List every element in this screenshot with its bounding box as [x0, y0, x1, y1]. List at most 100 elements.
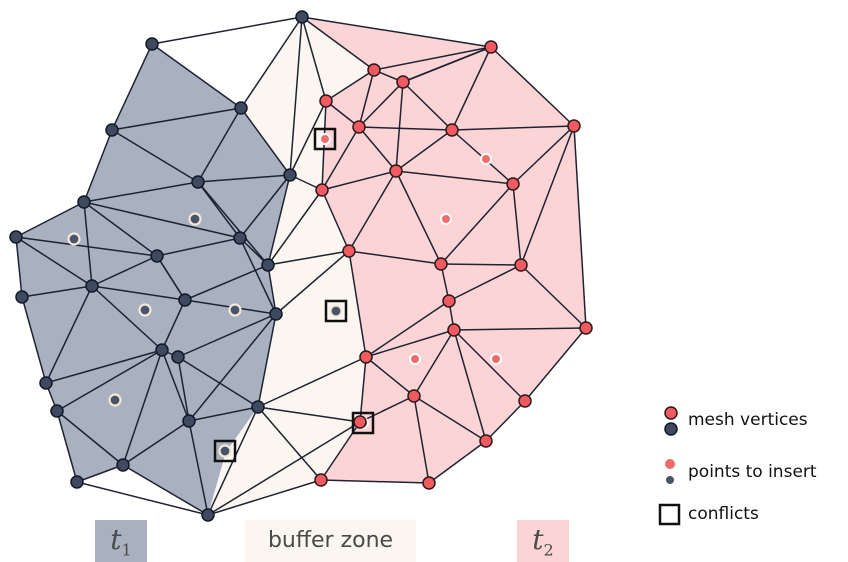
mesh-edge [358, 81, 404, 128]
mesh-vertices [9, 10, 593, 522]
vertex-red [567, 119, 581, 133]
mesh-edge [275, 250, 350, 315]
vertex-dark [201, 508, 215, 522]
region-t2 [302, 17, 586, 483]
t2-label: t2 [517, 520, 569, 562]
mesh-edge [289, 16, 303, 176]
mesh-edge [321, 189, 350, 252]
t2-label-main: t [532, 523, 544, 556]
vertex-dark [150, 249, 164, 263]
mesh-edge [239, 237, 277, 315]
mesh-edge [267, 189, 323, 266]
mesh-edge [402, 81, 453, 131]
mesh-edge [111, 43, 153, 131]
mesh-edge [83, 201, 93, 287]
vertex-red [442, 294, 456, 308]
mesh-edge [321, 126, 360, 191]
vertex-red [407, 389, 421, 403]
vertex-red [484, 40, 498, 54]
mesh-edge [301, 16, 327, 102]
t1-label-main: t [110, 523, 122, 556]
vertex-dark [191, 175, 205, 189]
mesh-edge [359, 356, 367, 423]
mesh-edge [111, 129, 199, 183]
mesh-edge [240, 107, 291, 176]
mesh-edge [257, 356, 367, 408]
mesh-edge [122, 464, 209, 516]
conflict-marker [351, 411, 375, 435]
legend-markers [658, 406, 681, 526]
vertex-dark [295, 10, 309, 24]
mesh-edge [91, 285, 186, 301]
mesh-edge [520, 264, 587, 329]
mesh-edge [21, 285, 93, 298]
legend-conflict-square [658, 503, 681, 526]
vertex-dark [182, 414, 196, 428]
mesh-edge [413, 395, 487, 442]
mesh-edge [402, 46, 492, 83]
legend-conflicts: conflicts [688, 504, 759, 524]
mesh-edge [239, 174, 291, 239]
insert-point-red [319, 133, 331, 145]
mesh-edge [197, 107, 242, 183]
mesh-edge [184, 264, 269, 301]
mesh-edge [151, 43, 242, 109]
mesh-edge [413, 329, 455, 397]
vertex-dark [105, 123, 119, 137]
mesh-edge [15, 201, 85, 238]
mesh-edge [358, 69, 375, 128]
mesh-edge [83, 201, 158, 257]
insert-point-red [490, 353, 502, 365]
vertex-red [359, 350, 373, 364]
mesh-edge [83, 181, 199, 203]
insert-point-dark [108, 393, 122, 407]
mesh-edge [177, 356, 259, 408]
legend-dark-insert [666, 476, 674, 484]
vertex-dark [50, 404, 64, 418]
vertex-red [389, 164, 403, 178]
buffer-zone-label: buffer zone [245, 520, 416, 562]
mesh-edge [197, 174, 291, 183]
mesh-edge [428, 440, 487, 484]
mesh-edge [21, 296, 47, 384]
mesh-edge [520, 125, 575, 266]
mesh-edge [15, 236, 23, 298]
mesh-edge [451, 125, 575, 131]
vertex-red [518, 394, 532, 408]
mesh-edge [485, 400, 526, 442]
vertex-red [445, 123, 459, 137]
mesh-edges [15, 16, 587, 516]
mesh-edge [395, 170, 514, 185]
t2-label-sub: 2 [543, 540, 554, 560]
mesh-edge [257, 406, 322, 481]
mesh-edge [156, 255, 186, 301]
mesh-edge [83, 201, 241, 239]
mesh-edge [325, 69, 375, 102]
mesh-edge [207, 421, 361, 516]
mesh-edge [440, 183, 514, 265]
insert-point-dark [138, 303, 152, 317]
vertex-red [422, 476, 436, 490]
mesh-edge [289, 100, 327, 176]
vertex-red [353, 415, 367, 429]
legend-red-vertex [664, 406, 678, 420]
t1-label: t1 [95, 520, 147, 562]
vertex-red [479, 434, 493, 448]
mesh-edge [325, 100, 360, 128]
mesh-edge [83, 129, 113, 203]
vertex-red [367, 63, 381, 77]
vertex-dark [261, 258, 275, 272]
insert-point-dark [228, 303, 242, 317]
vertex-dark [155, 343, 169, 357]
mesh-edge [524, 327, 587, 402]
conflict-marker [213, 439, 237, 463]
mesh-edge [451, 46, 492, 131]
mesh-edge [188, 313, 277, 422]
mesh-edge [267, 250, 350, 266]
legend-dark-vertex [664, 422, 678, 436]
vertex-dark [251, 400, 265, 414]
insert-point-dark [67, 232, 81, 246]
vertex-red [506, 177, 520, 191]
mesh-edge [45, 349, 163, 384]
mesh-edge [161, 349, 190, 422]
